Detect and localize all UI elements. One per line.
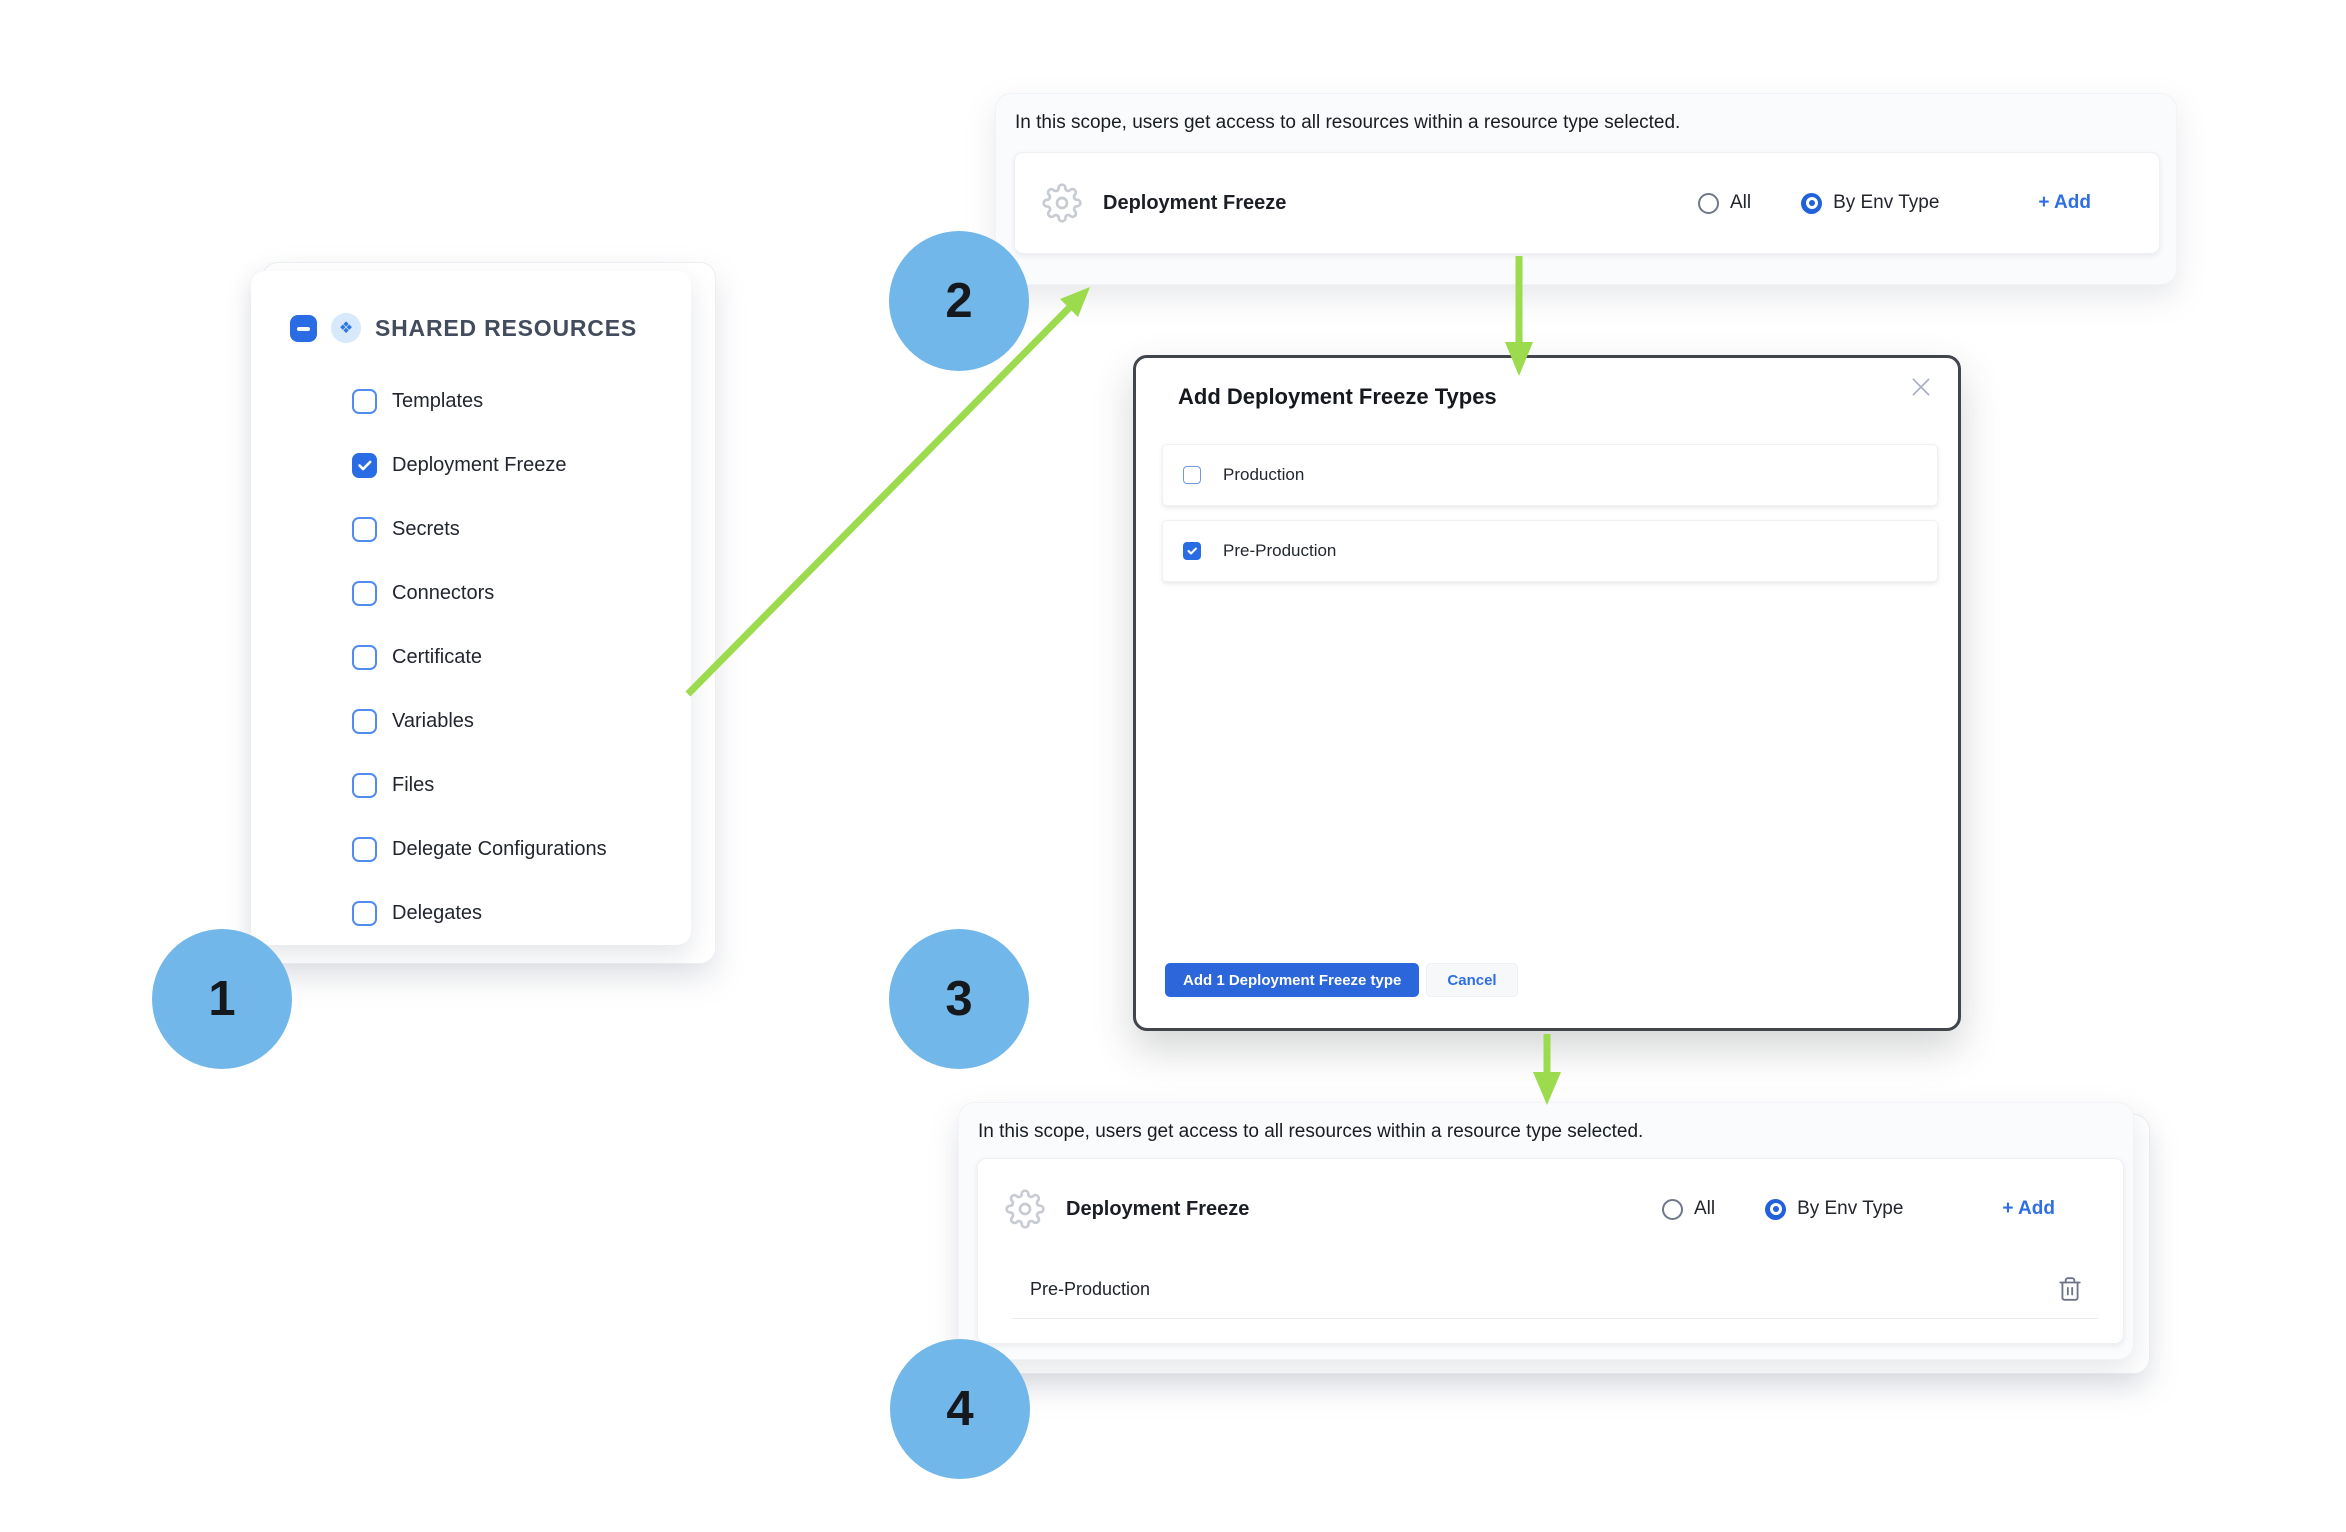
connectors-checkbox[interactable]: [352, 581, 377, 606]
pre-production-checkbox[interactable]: [1183, 542, 1201, 560]
radio-all-result[interactable]: [1661, 1198, 1683, 1220]
deployment-freeze-label: Deployment Freeze: [392, 454, 567, 476]
secrets-label: Secrets: [392, 518, 460, 540]
gear-icon: [1005, 1189, 1045, 1229]
resource-item-files[interactable]: Files: [352, 773, 691, 798]
variables-label: Variables: [392, 710, 474, 732]
radio-by-env-type-label: By Env Type: [1797, 1198, 1904, 1219]
scope-panel-result: In this scope, users get access to all r…: [958, 1102, 2134, 1360]
resource-item-delegates[interactable]: Delegates: [352, 901, 691, 926]
selected-type-label: Pre-Production: [1030, 1278, 1151, 1299]
templates-checkbox[interactable]: [352, 389, 377, 414]
flow-arrow-modal-to-4: [1533, 1034, 1561, 1105]
close-icon[interactable]: [1908, 374, 1934, 400]
radio-by-env-type[interactable]: [1801, 192, 1823, 214]
shared-resources-indeterminate-checkbox[interactable]: [290, 314, 317, 342]
templates-label: Templates: [392, 390, 484, 412]
delegate-configurations-label: Delegate Configurations: [392, 838, 607, 860]
certificate-label: Certificate: [392, 646, 483, 668]
step-badge-4: 4: [890, 1339, 1030, 1479]
radio-all-label: All: [1693, 1198, 1716, 1219]
delegate-configurations-checkbox[interactable]: [352, 837, 377, 862]
env-type-option-list: Production Pre-Production: [1162, 444, 1938, 582]
deployment-freeze-row: Deployment Freeze All By Env Type + Add: [978, 1159, 2123, 1259]
radio-by-env-type-label: By Env Type: [1833, 192, 1940, 213]
shared-resources-panel: ❖ SHARED RESOURCES Templates Deployment …: [251, 271, 691, 945]
resource-item-deployment-freeze[interactable]: Deployment Freeze: [352, 453, 691, 478]
resource-item-variables[interactable]: Variables: [352, 709, 691, 734]
delete-icon[interactable]: [2057, 1276, 2083, 1302]
scope-panel-initial: In this scope, users get access to all r…: [995, 93, 2177, 285]
resource-item-connectors[interactable]: Connectors: [352, 581, 691, 606]
scope-description: In this scope, users get access to all r…: [978, 1121, 1644, 1142]
resource-item-secrets[interactable]: Secrets: [352, 517, 691, 542]
modal-title: Add Deployment Freeze Types: [1178, 384, 1497, 409]
add-types-modal: Add Deployment Freeze Types Production P…: [1133, 355, 1961, 1031]
add-button[interactable]: + Add: [2038, 192, 2091, 213]
option-row-pre-production[interactable]: Pre-Production: [1162, 520, 1938, 582]
check-icon: [358, 460, 372, 471]
pre-production-label: Pre-Production: [1223, 541, 1337, 560]
resource-name: Deployment Freeze: [1066, 1197, 1250, 1220]
resource-item-delegate-configurations[interactable]: Delegate Configurations: [352, 837, 691, 862]
check-icon: [1187, 547, 1197, 555]
delegates-label: Delegates: [392, 902, 483, 924]
production-checkbox[interactable]: [1183, 466, 1201, 484]
scope-description: In this scope, users get access to all r…: [1015, 112, 1681, 133]
resource-item-templates[interactable]: Templates: [352, 389, 691, 414]
scope-radio-group: All By Env Type + Add: [1697, 192, 2091, 214]
files-checkbox[interactable]: [352, 773, 377, 798]
variables-checkbox[interactable]: [352, 709, 377, 734]
files-label: Files: [392, 774, 435, 796]
shared-resources-icon: ❖: [331, 313, 361, 343]
connectors-label: Connectors: [392, 582, 495, 604]
selected-type-row: Pre-Production: [978, 1259, 2123, 1319]
add-button[interactable]: + Add: [2002, 1198, 2055, 1219]
delegates-checkbox[interactable]: [352, 901, 377, 926]
shared-resources-header: ❖ SHARED RESOURCES: [290, 313, 691, 343]
resource-item-certificate[interactable]: Certificate: [352, 645, 691, 670]
radio-all[interactable]: [1697, 192, 1719, 214]
radio-by-env-type-result[interactable]: [1765, 1198, 1787, 1220]
deployment-freeze-checkbox[interactable]: [352, 453, 377, 478]
row-divider: [1012, 1318, 2098, 1319]
secrets-checkbox[interactable]: [352, 517, 377, 542]
deployment-freeze-row: Deployment Freeze All By Env Type + Add: [1015, 153, 2159, 253]
step-badge-2: 2: [889, 231, 1029, 371]
certificate-checkbox[interactable]: [352, 645, 377, 670]
resource-name: Deployment Freeze: [1103, 191, 1287, 214]
gear-icon: [1042, 183, 1082, 223]
step-badge-3: 3: [889, 929, 1029, 1069]
resource-scope-card: Deployment Freeze All By Env Type + Add: [1014, 152, 2160, 254]
production-label: Production: [1223, 465, 1305, 484]
radio-all-label: All: [1729, 192, 1752, 213]
modal-actions: Add 1 Deployment Freeze type Cancel: [1165, 963, 1518, 997]
resource-scope-card: Deployment Freeze All By Env Type + Add …: [977, 1158, 2124, 1344]
scope-radio-group: All By Env Type + Add: [1661, 1198, 2055, 1220]
resource-type-list: Templates Deployment Freeze Secrets Conn…: [352, 389, 691, 926]
cancel-button[interactable]: Cancel: [1426, 963, 1518, 997]
step-badge-1: 1: [152, 929, 292, 1069]
flow-arrow-1-to-2: [685, 287, 1090, 697]
confirm-add-button[interactable]: Add 1 Deployment Freeze type: [1165, 963, 1420, 997]
shared-resources-title: SHARED RESOURCES: [375, 314, 638, 341]
option-row-production[interactable]: Production: [1162, 444, 1938, 506]
